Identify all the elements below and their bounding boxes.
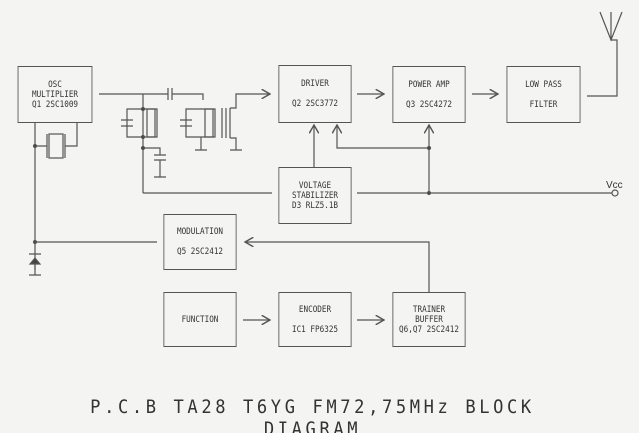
stabilizer-label-2: STABILIZER xyxy=(291,190,339,201)
vcc-to-driver-arrow xyxy=(337,125,429,149)
encoder-part: IC1 FP6325 xyxy=(291,324,339,335)
encoder-block: ENCODER IC1 FP6325 xyxy=(278,292,352,347)
osc-part: Q1 2SC1009 xyxy=(31,99,79,110)
voltage-stabilizer-block: VOLTAGE STABILIZER D3 RLZ5.1B xyxy=(278,167,352,224)
power-amp-part: Q3 2SC4272 xyxy=(405,99,453,110)
stabilizer-label: VOLTAGE xyxy=(298,180,332,191)
trainer-part: Q6,Q7 2SC2412 xyxy=(399,324,459,335)
coupling-capacitor-icon xyxy=(167,88,173,100)
tank-circuit-1-icon xyxy=(121,94,166,193)
encoder-label: ENCODER xyxy=(298,304,332,315)
osc-label-2: MULTIPLIER xyxy=(31,89,79,100)
low-pass-filter-block: LOW PASS FILTER xyxy=(506,66,581,123)
lpf-label-2: FILTER xyxy=(529,99,558,110)
osc-multiplier-block: OSC MULTIPLIER Q1 2SC1009 xyxy=(17,66,93,123)
function-block: FUNCTION xyxy=(163,292,237,347)
trainer-to-modulation-arrow xyxy=(245,242,430,292)
driver-block: DRIVER Q2 2SC3772 xyxy=(278,65,352,123)
power-amp-label: POWER AMP xyxy=(408,79,450,90)
antenna-icon xyxy=(587,11,623,97)
tank-circuit-2-icon xyxy=(180,94,270,151)
diagram-title: P.C.B TA28 T6YG FM72,75MHz BLOCK DIAGRAM xyxy=(67,396,558,433)
lpf-label: LOW PASS xyxy=(525,79,562,90)
crystal-icon xyxy=(32,123,78,270)
stabilizer-part: D3 RLZ5.1B xyxy=(291,200,339,211)
modulation-part: Q5 2SC2412 xyxy=(176,247,224,257)
osc-output-wire xyxy=(99,93,204,100)
vcc-terminal-icon xyxy=(611,189,619,197)
modulation-label: MODULATION xyxy=(176,227,224,237)
driver-part: Q2 2SC3772 xyxy=(291,99,339,109)
driver-label: DRIVER xyxy=(301,79,329,89)
trainer-label: TRAINER xyxy=(412,304,446,315)
trainer-label-2: BUFFER xyxy=(415,314,443,325)
trainer-buffer-block: TRAINER BUFFER Q6,Q7 2SC2412 xyxy=(392,292,466,347)
osc-label: OSC xyxy=(48,79,62,90)
modulation-block: MODULATION Q5 2SC2412 xyxy=(163,214,237,270)
function-label: FUNCTION xyxy=(181,314,219,325)
power-amp-block: POWER AMP Q3 2SC4272 xyxy=(392,66,466,123)
vcc-label: Vcc xyxy=(606,180,623,191)
